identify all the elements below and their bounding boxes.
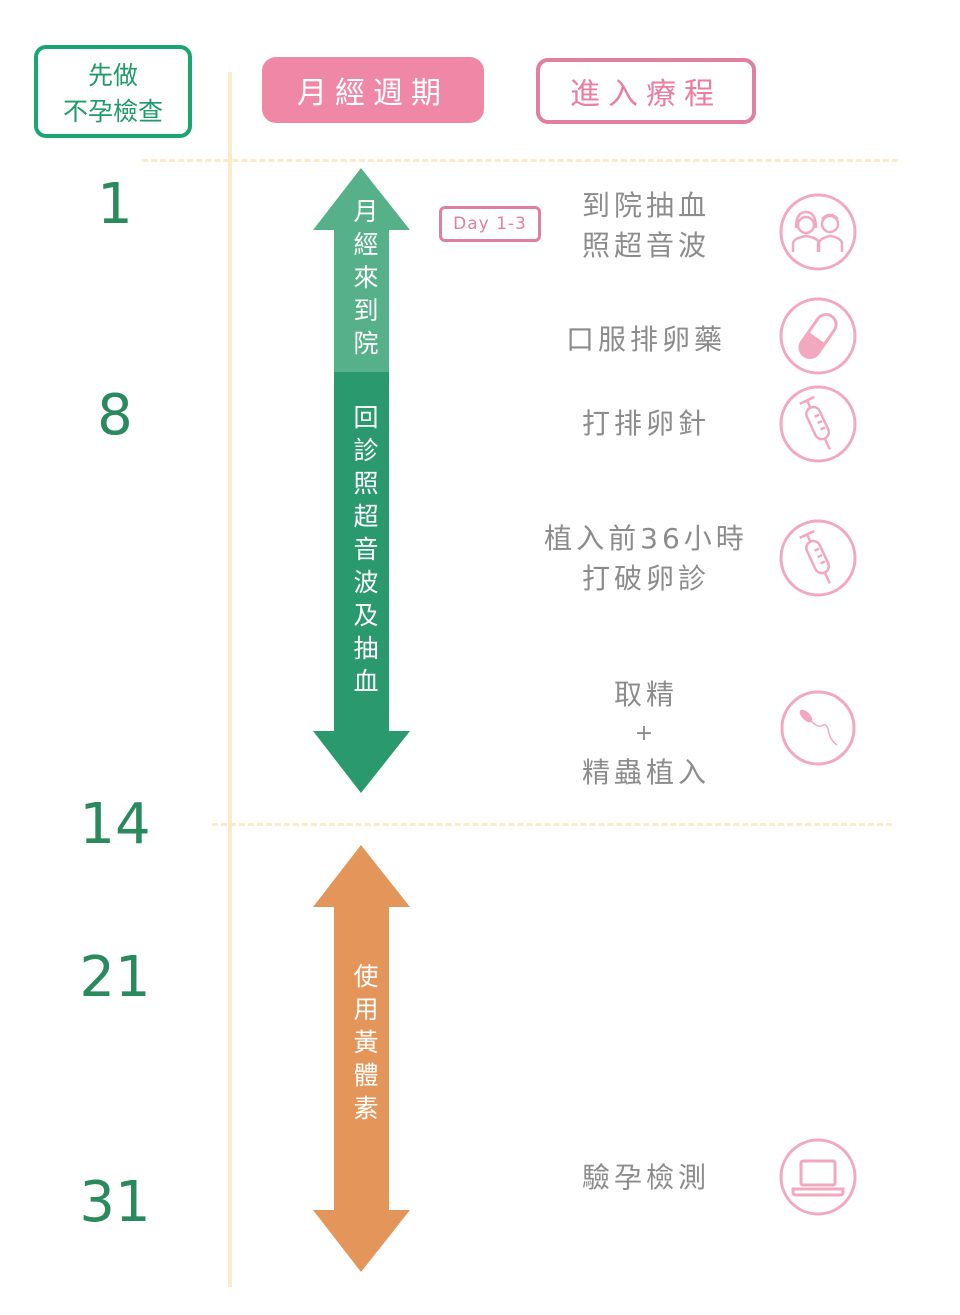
day-label: 31	[79, 1170, 151, 1235]
green-double-arrow	[313, 168, 410, 793]
step-text: 精蟲植入	[581, 756, 710, 789]
pill-icon	[779, 297, 857, 375]
step-text: 到院抽血	[581, 189, 710, 222]
treatment-header: 進入療程	[536, 58, 756, 124]
step-ovulation-injection: 打排卵針	[496, 404, 796, 444]
arrow-label-progesterone: 使用黃體素	[350, 963, 379, 1128]
step-oral-medication: 口服排卵藥	[496, 320, 796, 360]
laptop-icon	[779, 1138, 857, 1216]
step-text: 口服排卵藥	[565, 323, 726, 356]
step-text: 取精	[613, 678, 678, 711]
step-text: 打排卵針	[581, 407, 710, 440]
syringe-icon	[779, 385, 857, 463]
arrow-label-menstruation: 月經來到院	[350, 198, 379, 363]
step-blood-ultrasound: 到院抽血 照超音波	[496, 186, 796, 266]
day-label: 1	[97, 172, 133, 237]
step-text: 植入前36小時	[544, 522, 748, 555]
arrow-label-follow-up: 回診照超音波及抽血	[350, 404, 379, 701]
day-label: 8	[97, 383, 133, 448]
step-sperm-insemination: 取精 + 精蟲植入	[496, 675, 796, 793]
pre-check-line2: 不孕檢查	[62, 97, 163, 126]
orange-double-arrow	[313, 845, 410, 1272]
step-pregnancy-test: 驗孕檢測	[496, 1158, 796, 1198]
step-text: 照超音波	[581, 229, 710, 262]
step-trigger-shot: 植入前36小時 打破卵診	[496, 519, 796, 599]
arrows	[313, 168, 410, 1272]
day-label: 21	[79, 945, 151, 1010]
day-label: 14	[79, 792, 151, 857]
sperm-icon	[780, 690, 856, 766]
day-badge: Day 1-3	[439, 206, 541, 242]
doctor-patient-icon	[779, 193, 857, 271]
divider	[212, 823, 892, 826]
syringe-icon	[779, 519, 857, 597]
timeline-axis	[228, 72, 232, 1287]
step-text: +	[634, 721, 658, 746]
divider	[142, 159, 898, 162]
cycle-header: 月經週期	[262, 57, 484, 123]
pre-check-header: 先做 不孕檢查	[34, 45, 192, 138]
step-text: 驗孕檢測	[581, 1161, 710, 1194]
step-text: 打破卵診	[581, 562, 710, 595]
pre-check-line1: 先做	[87, 61, 138, 90]
